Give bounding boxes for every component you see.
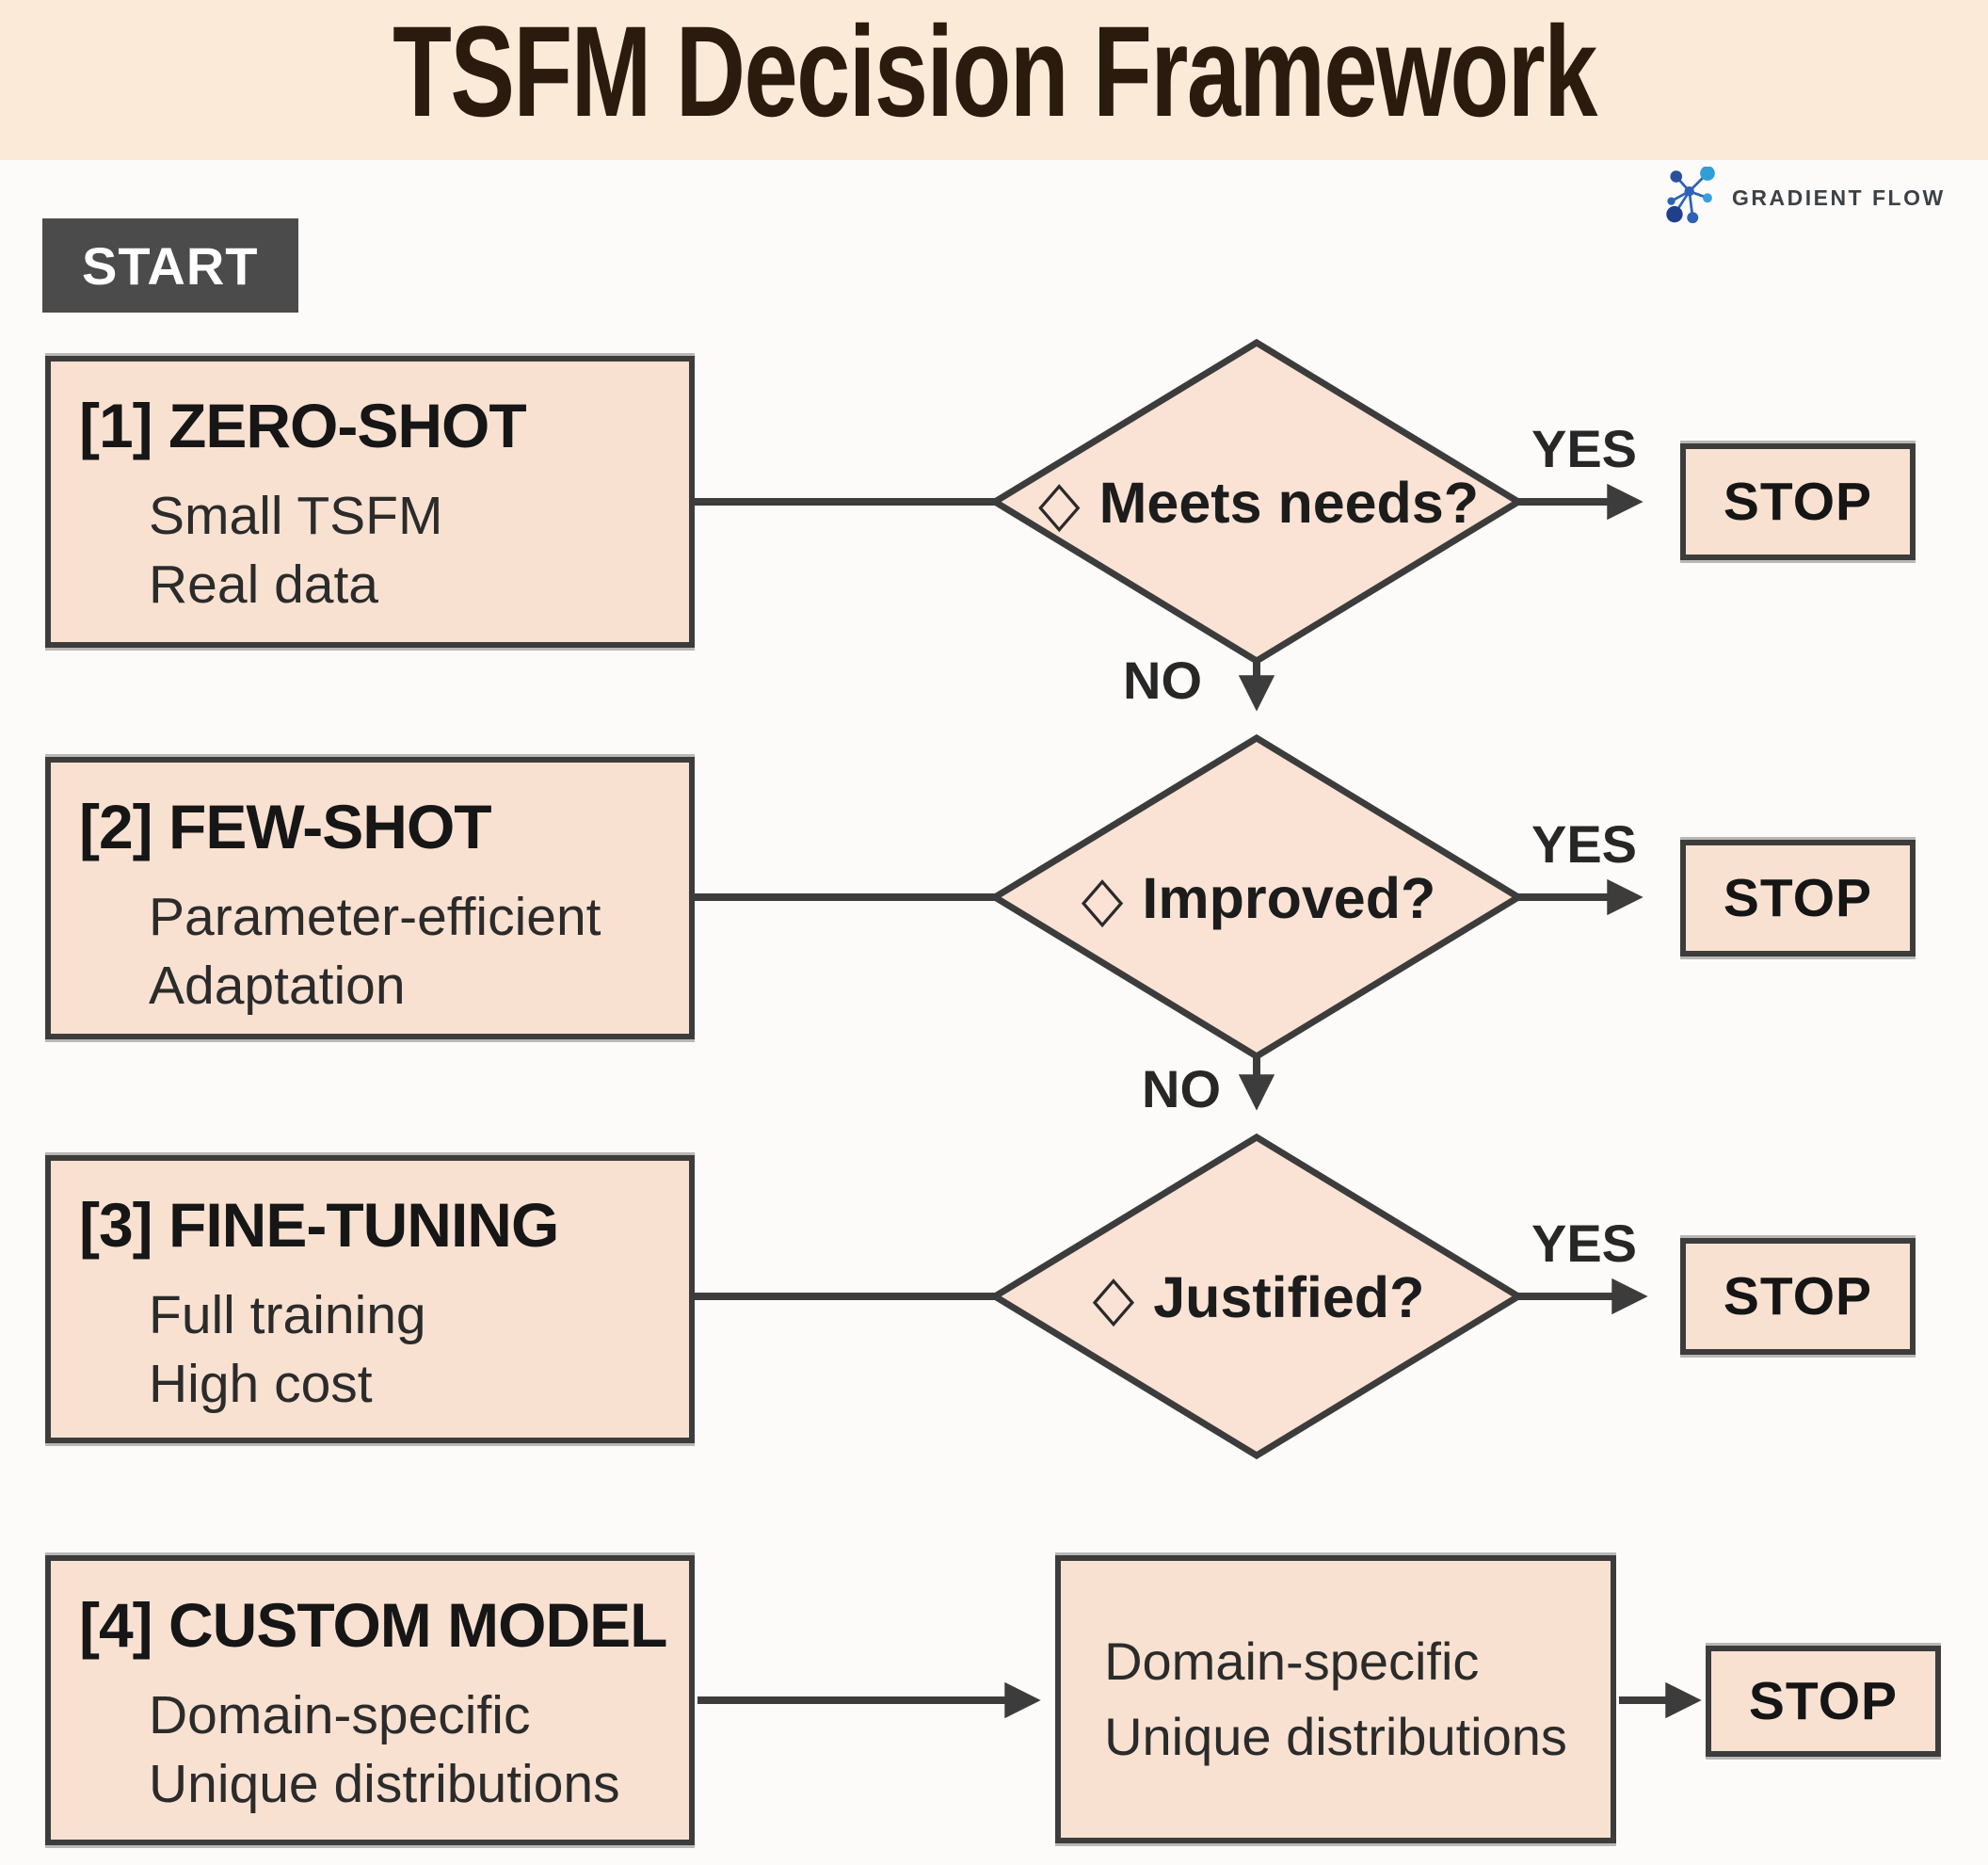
decision-question: Justified? — [1153, 1265, 1425, 1329]
header-band: TSFM Decision Framework — [0, 0, 1988, 160]
brand-name: GRADIENT FLOW — [1732, 185, 1946, 210]
step-line: Small TSFM — [149, 486, 443, 546]
step-title: [4] CUSTOM MODEL — [79, 1590, 667, 1660]
step-box-few-shot: [2] FEW-SHOT Parameter-efficient Adaptat… — [45, 757, 695, 1039]
start-badge: START — [42, 218, 298, 313]
brand-logo: GRADIENT FLOW — [1664, 166, 1946, 230]
step-title: [2] FEW-SHOT — [79, 792, 492, 861]
yes-label-3: YES — [1531, 1213, 1638, 1273]
step-line: High cost — [149, 1353, 373, 1414]
decision-meets-needs: ◇ Meets needs? — [995, 343, 1522, 663]
stop-box-2: STOP — [1680, 840, 1916, 957]
stop-box-3: STOP — [1680, 1238, 1916, 1355]
network-molecule-icon — [1666, 167, 1715, 224]
step-box-zero-shot: [1] ZERO-SHOT Small TSFM Real data — [45, 356, 695, 648]
result-box-custom: Domain-specific Unique distributions — [1055, 1555, 1616, 1843]
step-box-custom-model: [4] CUSTOM MODEL Domain-specific Unique … — [45, 1555, 695, 1845]
step-box-fine-tuning: [3] FINE-TUNING Full training High cost — [45, 1155, 695, 1443]
step-line: Parameter-efficient — [149, 887, 601, 947]
no-label-1: NO — [1123, 650, 1202, 710]
yes-label-1: YES — [1531, 418, 1638, 478]
step-line: Domain-specific — [149, 1685, 531, 1745]
stop-box-1: STOP — [1680, 443, 1916, 560]
decision-justified: ◇ Justified? — [995, 1137, 1522, 1457]
result-line: Domain-specific — [1104, 1632, 1480, 1692]
no-label-2: NO — [1142, 1058, 1221, 1118]
diamond-icon: ◇ — [1037, 468, 1081, 539]
step-line: Unique distributions — [149, 1753, 620, 1814]
step-line: Real data — [149, 554, 379, 615]
diamond-icon: ◇ — [1081, 863, 1124, 934]
yes-label-2: YES — [1531, 813, 1638, 874]
diamond-icon: ◇ — [1092, 1262, 1135, 1333]
decision-question: Improved? — [1142, 866, 1436, 930]
result-line: Unique distributions — [1104, 1707, 1567, 1766]
page-title: TSFM Decision Framework — [392, 0, 1597, 144]
decision-improved: ◇ Improved? — [995, 738, 1522, 1058]
stop-box-4: STOP — [1706, 1646, 1941, 1757]
step-title: [1] ZERO-SHOT — [79, 391, 527, 460]
step-line: Full training — [149, 1285, 426, 1345]
step-line: Adaptation — [149, 955, 406, 1016]
step-title: [3] FINE-TUNING — [79, 1190, 559, 1260]
decision-question: Meets needs? — [1098, 471, 1480, 535]
